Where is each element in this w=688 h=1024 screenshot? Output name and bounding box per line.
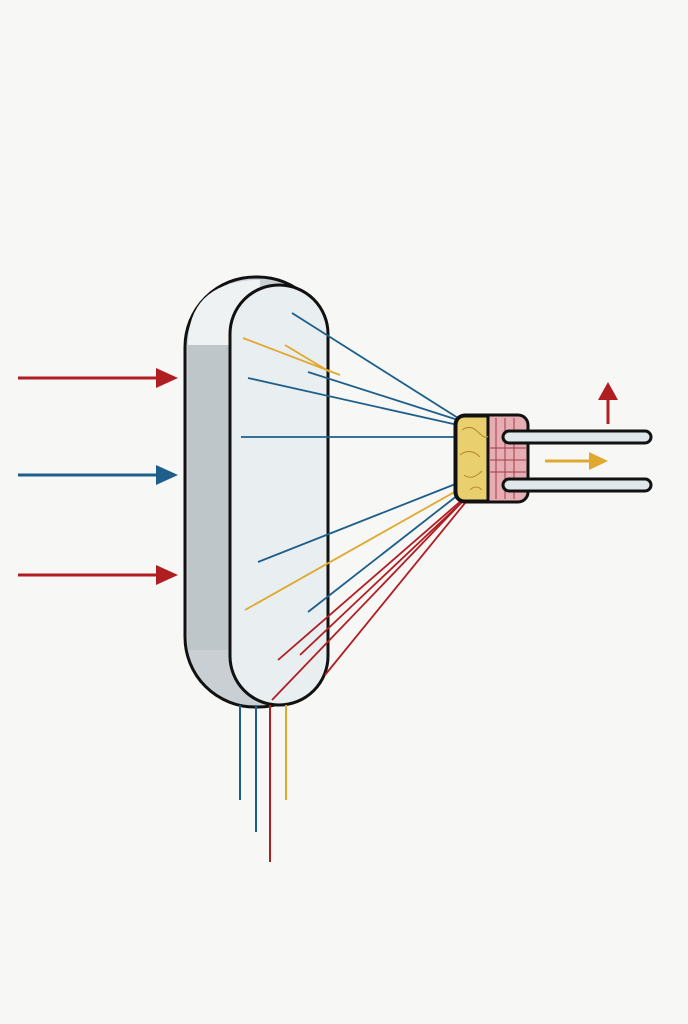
incoming-arrow-red-top bbox=[18, 368, 178, 388]
sensor-left-half bbox=[454, 414, 490, 503]
incoming-arrow-blue-middle bbox=[18, 465, 178, 485]
converging-rays bbox=[241, 312, 466, 701]
sensor-pin-bottom bbox=[501, 477, 653, 493]
incoming-arrow-red-bottom bbox=[18, 565, 178, 585]
output-arrow-red-up bbox=[598, 382, 618, 424]
sensor-pin-top bbox=[501, 429, 653, 445]
incoming-arrows bbox=[18, 368, 178, 585]
sensor-texture bbox=[459, 426, 489, 491]
output-arrows bbox=[545, 382, 618, 470]
lens-element bbox=[183, 275, 330, 709]
sensor-chip bbox=[453, 413, 653, 504]
output-arrow-gold-right bbox=[545, 452, 608, 470]
exit-rays-bottom bbox=[239, 705, 287, 862]
